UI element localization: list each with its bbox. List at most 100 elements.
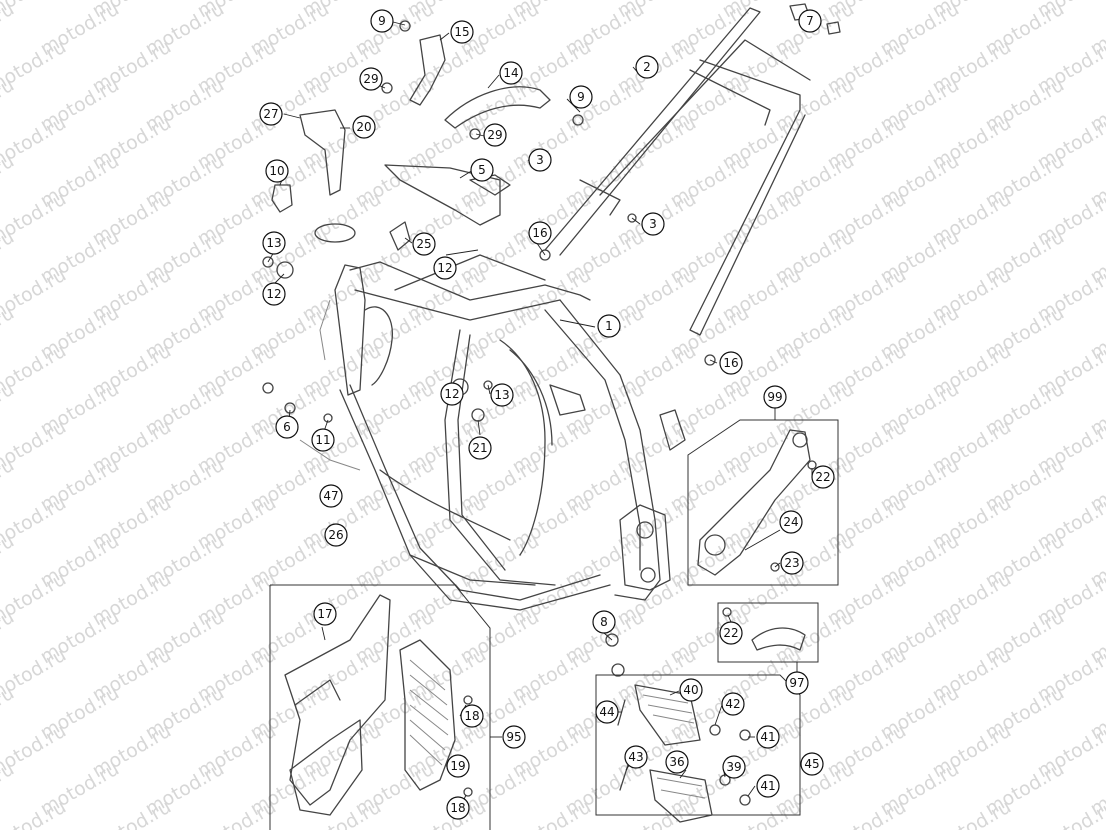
svg-text:9: 9 xyxy=(577,90,585,104)
callout-22[interactable]: 22 xyxy=(811,465,835,489)
callout-25[interactable]: 25 xyxy=(412,232,436,256)
group-box-99 xyxy=(687,404,839,586)
watermark-text: motod.ru xyxy=(509,796,595,830)
svg-text:20: 20 xyxy=(356,120,371,134)
callout-36[interactable]: 36 xyxy=(665,750,689,774)
svg-text:1: 1 xyxy=(605,319,613,333)
callout-8[interactable]: 8 xyxy=(592,610,616,634)
svg-text:43: 43 xyxy=(628,750,643,764)
watermark-text: motod.ru xyxy=(404,796,490,830)
svg-text:8: 8 xyxy=(600,615,608,629)
watermark-text: motod.ru xyxy=(929,796,1015,830)
callout-23[interactable]: 23 xyxy=(780,551,804,575)
callout-43[interactable]: 43 xyxy=(624,745,648,769)
callout-44[interactable]: 44 xyxy=(595,700,619,724)
svg-text:3: 3 xyxy=(536,153,544,167)
callout-99[interactable]: 99 xyxy=(763,385,787,409)
svg-text:22: 22 xyxy=(723,626,738,640)
svg-text:19: 19 xyxy=(450,759,465,773)
svg-text:11: 11 xyxy=(315,433,330,447)
callout-14[interactable]: 14 xyxy=(499,61,523,85)
svg-text:44: 44 xyxy=(599,705,614,719)
svg-text:40: 40 xyxy=(683,683,698,697)
svg-text:9: 9 xyxy=(378,14,386,28)
svg-text:41: 41 xyxy=(760,779,775,793)
callout-16[interactable]: 16 xyxy=(528,221,552,245)
svg-text:45: 45 xyxy=(804,757,819,771)
svg-text:24: 24 xyxy=(783,515,798,529)
callout-26[interactable]: 26 xyxy=(324,523,348,547)
callout-13[interactable]: 13 xyxy=(262,231,286,255)
svg-text:18: 18 xyxy=(464,709,479,723)
svg-text:41: 41 xyxy=(760,730,775,744)
svg-text:97: 97 xyxy=(789,676,804,690)
callout-29[interactable]: 29 xyxy=(483,123,507,147)
callout-27[interactable]: 27 xyxy=(259,102,283,126)
callout-7[interactable]: 7 xyxy=(798,9,822,33)
callout-45[interactable]: 45 xyxy=(800,752,824,776)
callout-16[interactable]: 16 xyxy=(719,351,743,375)
svg-text:12: 12 xyxy=(444,387,459,401)
callout-15[interactable]: 15 xyxy=(450,20,474,44)
callout-5[interactable]: 5 xyxy=(470,158,494,182)
callout-11[interactable]: 11 xyxy=(311,428,335,452)
svg-text:16: 16 xyxy=(532,226,547,240)
svg-text:5: 5 xyxy=(478,163,486,177)
callout-18[interactable]: 18 xyxy=(460,704,484,728)
svg-text:16: 16 xyxy=(723,356,738,370)
callout-3[interactable]: 3 xyxy=(528,148,552,172)
callout-6[interactable]: 6 xyxy=(275,415,299,439)
callout-10[interactable]: 10 xyxy=(265,159,289,183)
svg-text:25: 25 xyxy=(416,237,431,251)
callout-39[interactable]: 39 xyxy=(722,755,746,779)
svg-text:18: 18 xyxy=(450,801,465,815)
callout-41[interactable]: 41 xyxy=(756,774,780,798)
callout-17[interactable]: 17 xyxy=(313,602,337,626)
callout-97[interactable]: 97 xyxy=(785,671,809,695)
svg-text:17: 17 xyxy=(317,607,332,621)
callout-9[interactable]: 9 xyxy=(370,9,394,33)
callout-12[interactable]: 12 xyxy=(433,256,457,280)
callout-12[interactable]: 12 xyxy=(262,282,286,306)
watermark-text: motod.ru xyxy=(719,796,805,830)
callout-20[interactable]: 20 xyxy=(352,115,376,139)
small-parts xyxy=(262,3,841,677)
callout-2[interactable]: 2 xyxy=(635,55,659,79)
svg-text:29: 29 xyxy=(363,72,378,86)
callout-12[interactable]: 12 xyxy=(440,382,464,406)
svg-text:12: 12 xyxy=(266,287,281,301)
watermark-text: motod.ru xyxy=(824,796,910,830)
callout-22[interactable]: 22 xyxy=(719,621,743,645)
callout-29[interactable]: 29 xyxy=(359,67,383,91)
callout-24[interactable]: 24 xyxy=(779,510,803,534)
callout-1[interactable]: 1 xyxy=(597,314,621,338)
callout-18[interactable]: 18 xyxy=(446,796,470,820)
svg-text:42: 42 xyxy=(725,697,740,711)
svg-text:13: 13 xyxy=(266,236,281,250)
callout-19[interactable]: 19 xyxy=(446,754,470,778)
svg-text:21: 21 xyxy=(472,441,487,455)
callout-9[interactable]: 9 xyxy=(569,85,593,109)
watermark-text: motod.ru xyxy=(89,796,175,830)
callout-40[interactable]: 40 xyxy=(679,678,703,702)
callout-41[interactable]: 41 xyxy=(756,725,780,749)
callout-21[interactable]: 21 xyxy=(468,436,492,460)
svg-text:36: 36 xyxy=(669,755,684,769)
callout-13[interactable]: 13 xyxy=(490,383,514,407)
callout-3[interactable]: 3 xyxy=(641,212,665,236)
svg-text:95: 95 xyxy=(506,730,521,744)
svg-text:7: 7 xyxy=(806,14,814,28)
svg-text:10: 10 xyxy=(269,164,284,178)
main-frame xyxy=(299,7,811,611)
group-box-97 xyxy=(717,602,819,675)
svg-text:23: 23 xyxy=(784,556,799,570)
callout-95[interactable]: 95 xyxy=(502,725,526,749)
svg-text:29: 29 xyxy=(487,128,502,142)
callout-47[interactable]: 47 xyxy=(319,484,343,508)
svg-text:12: 12 xyxy=(437,261,452,275)
svg-text:27: 27 xyxy=(263,107,278,121)
callout-42[interactable]: 42 xyxy=(721,692,745,716)
